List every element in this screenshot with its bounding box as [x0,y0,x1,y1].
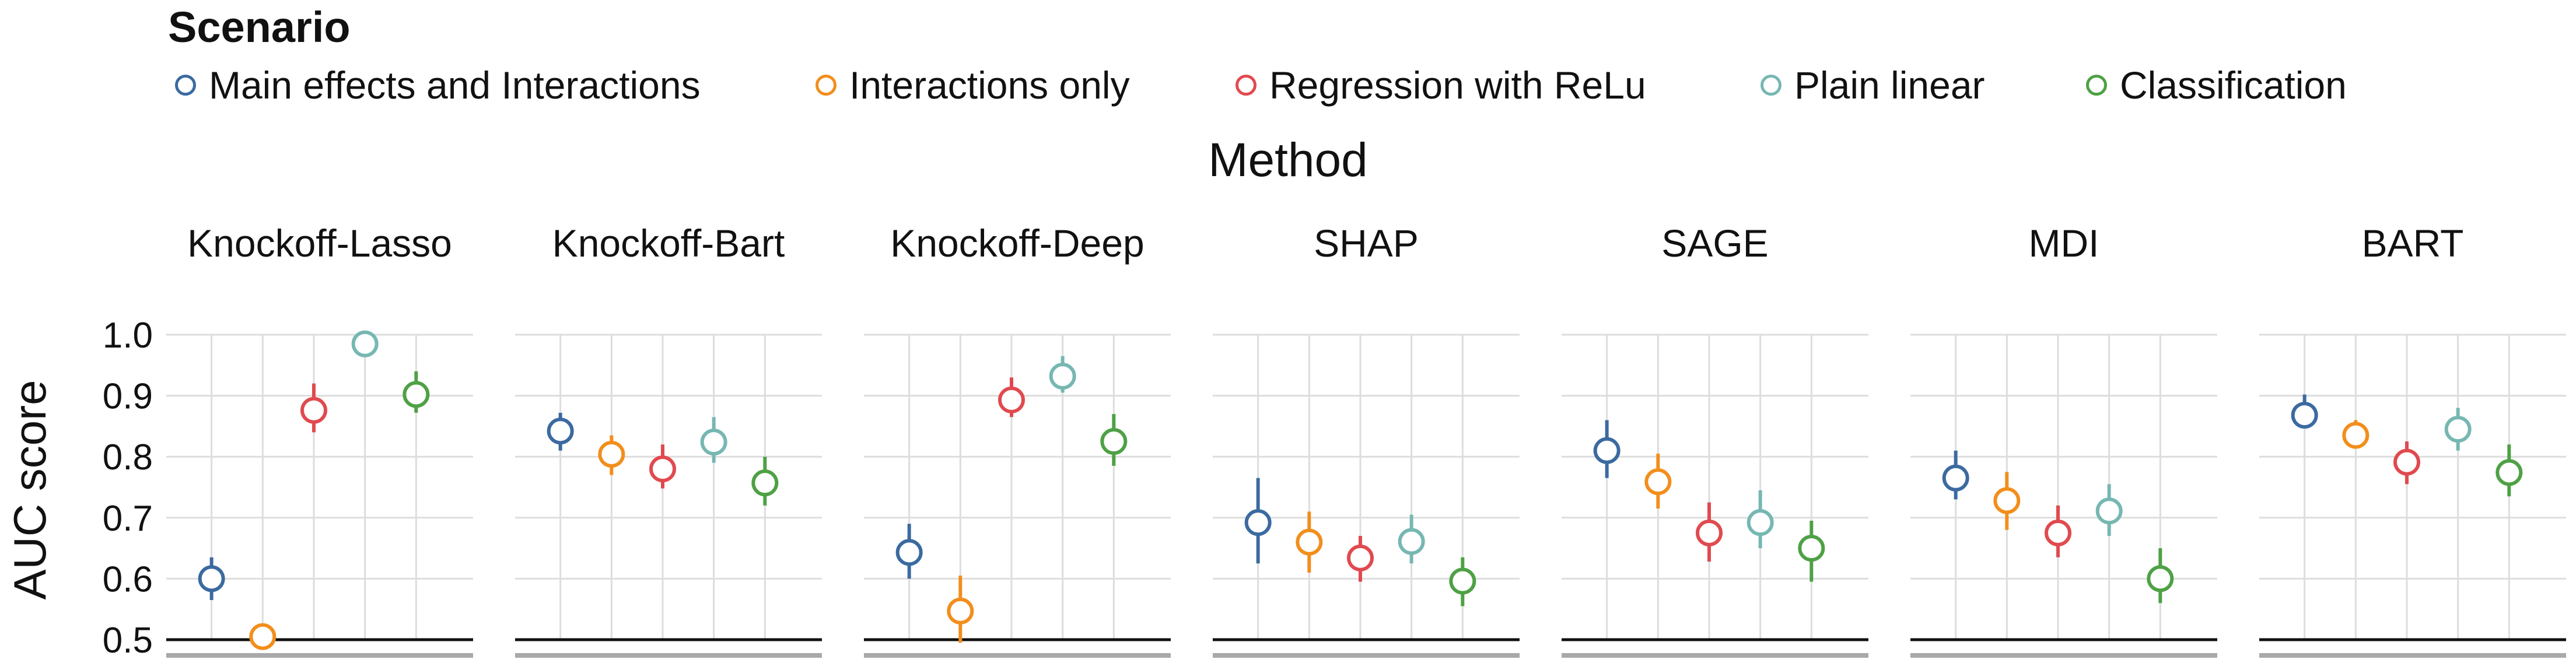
data-point [198,565,225,592]
facet-title-knockoff-deep: Knockoff-Deep [890,222,1144,265]
data-point [700,429,727,456]
legend-label: Main effects and Interactions [209,64,701,107]
y-tick-label: 0.6 [103,559,153,599]
data-point [1100,428,1128,455]
y-axis-title: AUC score [4,380,55,599]
data-point [1398,528,1425,555]
data-point [751,469,779,497]
data-point [1696,519,1723,546]
data-point [1049,363,1076,390]
data-point [598,441,625,468]
data-point [1644,468,1672,496]
legend-title: Scenario [168,3,351,51]
facet-title-shap: SHAP [1314,222,1419,265]
legend: Main effects and Interactions Interactio… [175,63,2567,110]
data-point [2496,459,2523,486]
facet-title-knockoff-bart: Knockoff-Bart [552,222,785,265]
data-point [2291,402,2318,429]
legend-label: Plain linear [1794,64,1985,107]
legend-label: Interactions only [849,64,1130,107]
data-point [1746,509,1774,536]
y-tick-label: 0.8 [103,437,153,478]
data-point [895,539,923,566]
data-point [2393,448,2420,476]
data-point [1296,528,1323,556]
facet-title-knockoff-lasso: Knockoff-Lasso [187,222,452,265]
data-point [2444,416,2472,443]
data-point [547,418,574,445]
data-point [998,386,1025,413]
legend-item-classification: Classification [2086,63,2347,107]
data-point [249,623,276,650]
data-point [402,381,430,408]
data-point [1942,464,1969,492]
facet-title-sage: SAGE [1661,222,1768,265]
legend-item-regression-relu: Regression with ReLu [1236,63,1646,107]
facet-strip-bar [1213,653,1520,658]
y-tick-label: 0.9 [103,377,153,417]
legend-item-interactions-only: Interactions only [816,63,1130,107]
y-tick-label: 0.5 [103,620,153,661]
data-point [2045,519,2071,546]
legend-circle-icon [1236,75,1256,96]
data-point [947,597,974,625]
legend-circle-icon [175,75,196,96]
data-point [1244,509,1272,536]
facet-strip-bar [515,653,822,658]
data-point [300,397,327,424]
facet-strip-bar [864,653,1171,658]
legend-label: Regression with ReLu [1269,64,1646,107]
data-point [649,455,676,483]
legend-circle-icon [1760,75,1782,96]
facet-title-mdi: MDI [2029,222,2099,265]
legend-item-main-effects: Main effects and Interactions [175,63,701,107]
facet-strip-bar [166,653,473,658]
legend-circle-icon [2086,75,2107,96]
data-point [1593,437,1620,464]
facet-strip-bar [2259,653,2566,658]
data-point [2147,565,2174,592]
facet-strip-bar [1562,653,1868,658]
data-point [1798,535,1825,562]
data-point [1347,544,1374,571]
data-point [1993,487,2021,514]
facet-title-bart: BART [2362,222,2464,265]
data-point [2342,422,2370,449]
y-tick-label: 0.7 [103,499,153,539]
legend-label: Classification [2120,64,2347,107]
legend-item-plain-linear: Plain linear [1760,63,1985,107]
chart-title: Method [1208,134,1368,187]
legend-circle-icon [816,75,836,96]
data-point [351,330,379,357]
facet-strip-bar [1910,653,2217,658]
data-point [1449,567,1476,595]
y-tick-label: 1.0 [103,315,153,356]
data-point [2095,497,2123,525]
